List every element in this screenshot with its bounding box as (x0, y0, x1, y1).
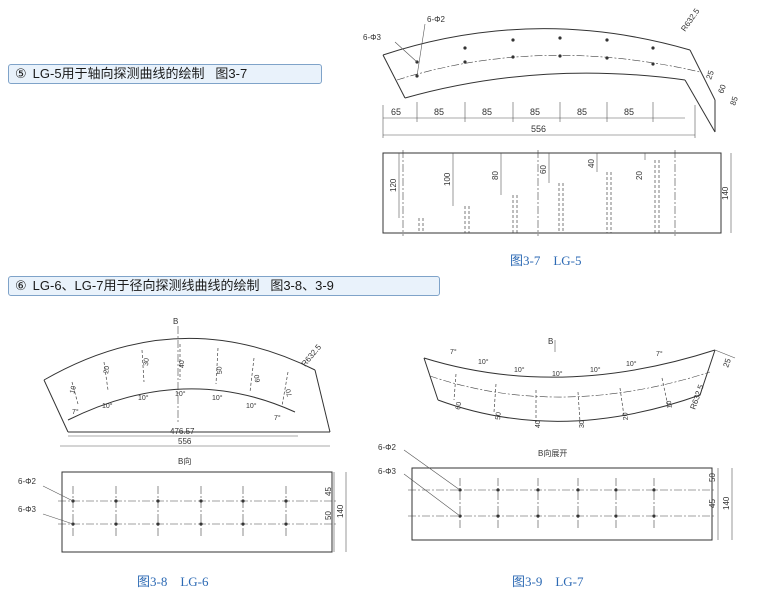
fig39-depth-4: 30 (579, 420, 586, 428)
fig37-side-dim-3: 85 (728, 95, 740, 107)
fig38-radius-label: R632.5 (300, 342, 324, 368)
fig38-depth-6: 60 (254, 374, 262, 383)
fig38-depth-4: 40 (179, 360, 186, 368)
fig38-depth-7: 70 (285, 388, 294, 397)
fig38-depth-5: 50 (216, 366, 224, 374)
fig37-height: 140 (721, 186, 730, 200)
fig37-spacing-1: 65 (391, 107, 401, 117)
fig38-angle-2: 10° (102, 402, 113, 410)
fig39-hole-label-2: 6-Φ3 (378, 467, 396, 476)
fig37-total: 556 (531, 124, 546, 134)
fig37-spacing-4: 85 (530, 107, 540, 117)
fig38-inner-width: 476.57 (170, 427, 195, 436)
fig37-holes (415, 36, 655, 78)
fig39-angle-1: 7° (450, 348, 457, 356)
section-6-header: ⑥ LG-6、LG-7用于径向探测线曲线的绘制 图3-8、3-9 (8, 276, 440, 296)
section-6-title: LG-6、LG-7用于径向探测线曲线的绘制 (32, 278, 260, 293)
fig37-hole-label-1: 6-Φ2 (427, 15, 445, 24)
section-5-fig-ref: 图3-7 (215, 66, 248, 81)
caption-fig37: 图3-7 LG-5 (510, 253, 582, 268)
fig38-depth-2: 20 (103, 365, 111, 374)
section-5-title: LG-5用于轴向探测曲线的绘制 (32, 66, 205, 81)
fig39-side-dim: 25 (721, 357, 733, 369)
fig39-angle-7: 7° (656, 350, 663, 358)
fig39-view-title: B向展开 (538, 448, 567, 458)
fig37-depth-3: 80 (491, 171, 500, 180)
fig39-bottom-drawing: B向展开 6-Φ2 6-Φ3 50 45 140 (378, 443, 733, 541)
fig37-depth-2: 100 (443, 172, 452, 186)
fig38-angle-3: 10° (138, 394, 149, 402)
fig38-view-label: B (173, 317, 178, 326)
fig37-depth-holes (418, 160, 660, 233)
fig38-dim-1: 45 (324, 487, 333, 496)
fig39-holes (458, 488, 656, 518)
fig39-angle-3: 10° (514, 366, 525, 374)
caption-fig39: 图3-9 LG-7 (512, 574, 584, 589)
section-6-fig-ref: 图3-8、3-9 (270, 278, 334, 293)
fig38-holes (71, 499, 288, 526)
fig37-spacing-2: 85 (434, 107, 444, 117)
fig39-depth-3: 40 (535, 420, 542, 428)
fig39-top-drawing: B 60 50 40 30 20 10 7° 10° 10° 10° 10° 1… (423, 337, 736, 428)
fig39-hole-label-1: 6-Φ2 (378, 443, 396, 452)
fig37-radius-label: R632.5 (679, 6, 701, 33)
fig38-angle-7: 7° (274, 414, 281, 422)
fig38-angle-1: 7° (72, 408, 79, 416)
fig39-depth-6: 10 (666, 400, 674, 409)
fig38-bottom-drawing: B向 6-Φ2 6-Φ3 45 50 140 (18, 456, 347, 553)
fig37-depth-5: 40 (587, 159, 596, 168)
section-5-number: ⑤ (15, 66, 27, 81)
fig39-dim-1: 50 (708, 473, 717, 482)
fig37-side-dim-2: 60 (716, 83, 728, 95)
fig37-depth-4: 60 (539, 165, 548, 174)
fig38-angle-5: 10° (212, 394, 223, 402)
fig39-depth-holes (453, 373, 669, 423)
fig39-dim-2: 45 (708, 499, 717, 508)
section-6-number: ⑥ (15, 278, 27, 293)
fig37-spacing-6: 85 (624, 107, 634, 117)
fig38-depth-3: 30 (143, 358, 151, 366)
fig38-top-drawing: B 10 20 30 40 50 60 70 7° 10° 10° 10° 10… (43, 317, 331, 447)
fig39-angle-4: 10° (552, 370, 563, 378)
fig37-depth-1: 120 (389, 178, 398, 192)
fig38-hole-label-1: 6-Φ2 (18, 477, 36, 486)
fig37-hole-label-2: 6-Φ3 (363, 33, 381, 42)
fig39-dim-3: 140 (722, 496, 731, 510)
fig38-dim-3: 140 (336, 504, 345, 518)
fig39-angle-6: 10° (626, 360, 637, 368)
fig38-dim-2: 50 (324, 511, 333, 520)
fig37-bottom-drawing: 120 100 80 60 40 20 140 (382, 150, 732, 236)
fig39-radius-label: R632.5 (688, 383, 705, 411)
fig37-spacing-3: 85 (482, 107, 492, 117)
fig38-depth-holes (71, 344, 289, 407)
fig38-angle-6: 10° (246, 402, 257, 410)
fig39-angle-5: 10° (590, 366, 601, 374)
fig37-spacing-5: 85 (577, 107, 587, 117)
fig38-depth-1: 10 (69, 385, 78, 394)
fig37-top-drawing: 6-Φ2 6-Φ3 R632.5 25 60 85 65 85 85 85 85… (363, 6, 740, 138)
fig39-depth-1: 60 (455, 401, 463, 410)
fig37-depth-6: 20 (635, 171, 644, 180)
fig39-depth-5: 20 (622, 412, 630, 420)
fig38-view-title: B向 (178, 456, 191, 466)
caption-fig38: 图3-8 LG-6 (137, 574, 209, 589)
fig37-side-dim-1: 25 (704, 69, 716, 81)
fig38-angle-4: 10° (175, 390, 186, 398)
fig38-hole-label-2: 6-Φ3 (18, 505, 36, 514)
fig39-depth-2: 50 (495, 412, 503, 420)
section-5-header: ⑤ LG-5用于轴向探测曲线的绘制 图3-7 (8, 64, 322, 84)
fig38-total: 556 (178, 437, 192, 446)
fig39-view-label: B (548, 337, 553, 346)
fig39-angle-2: 10° (478, 358, 489, 366)
